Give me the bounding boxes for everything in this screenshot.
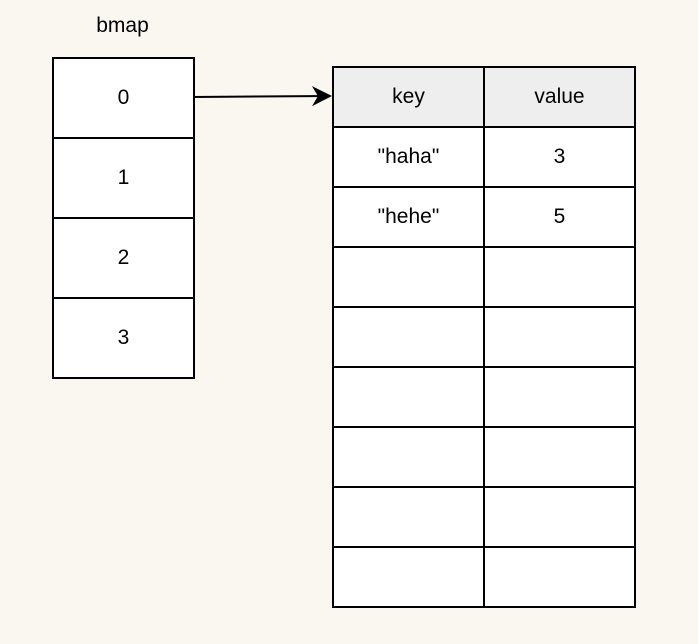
value-cell: [483, 548, 634, 606]
bucket-table: key value "haha" 3 "hehe" 5: [332, 66, 636, 608]
table-row: [334, 366, 634, 426]
key-header: key: [392, 85, 425, 108]
arrow-line: [192, 86, 332, 107]
value-cell: 5: [483, 188, 634, 246]
table-row: [334, 426, 634, 486]
key-cell: [334, 248, 483, 306]
value-cell: [483, 428, 634, 486]
value-cell: 3: [483, 128, 634, 186]
bmap-bucket: 3: [54, 297, 193, 377]
bmap-bucket: 2: [54, 217, 193, 297]
key-cell: [334, 548, 483, 606]
table-header-row: key value: [334, 68, 634, 126]
bmap-array: 0 1 2 3: [52, 57, 195, 379]
value-cell: [483, 248, 634, 306]
table-row: [334, 546, 634, 606]
key-cell: [334, 488, 483, 546]
bmap-bucket: 1: [54, 137, 193, 217]
bmap-title: bmap: [96, 14, 149, 37]
table-row: [334, 486, 634, 546]
value-header: value: [483, 68, 634, 126]
value-cell: [483, 368, 634, 426]
key-cell: "haha": [377, 145, 440, 168]
table-row: [334, 306, 634, 366]
key-cell: [334, 368, 483, 426]
value-cell: [483, 308, 634, 366]
table-row: [334, 246, 634, 306]
key-cell: [334, 428, 483, 486]
value-cell: [483, 488, 634, 546]
key-cell: [334, 308, 483, 366]
bmap-bucket: 0: [117, 86, 130, 109]
table-row: "hehe" 5: [334, 186, 634, 246]
key-cell: "hehe": [377, 205, 440, 228]
table-row: "haha" 3: [334, 126, 634, 186]
